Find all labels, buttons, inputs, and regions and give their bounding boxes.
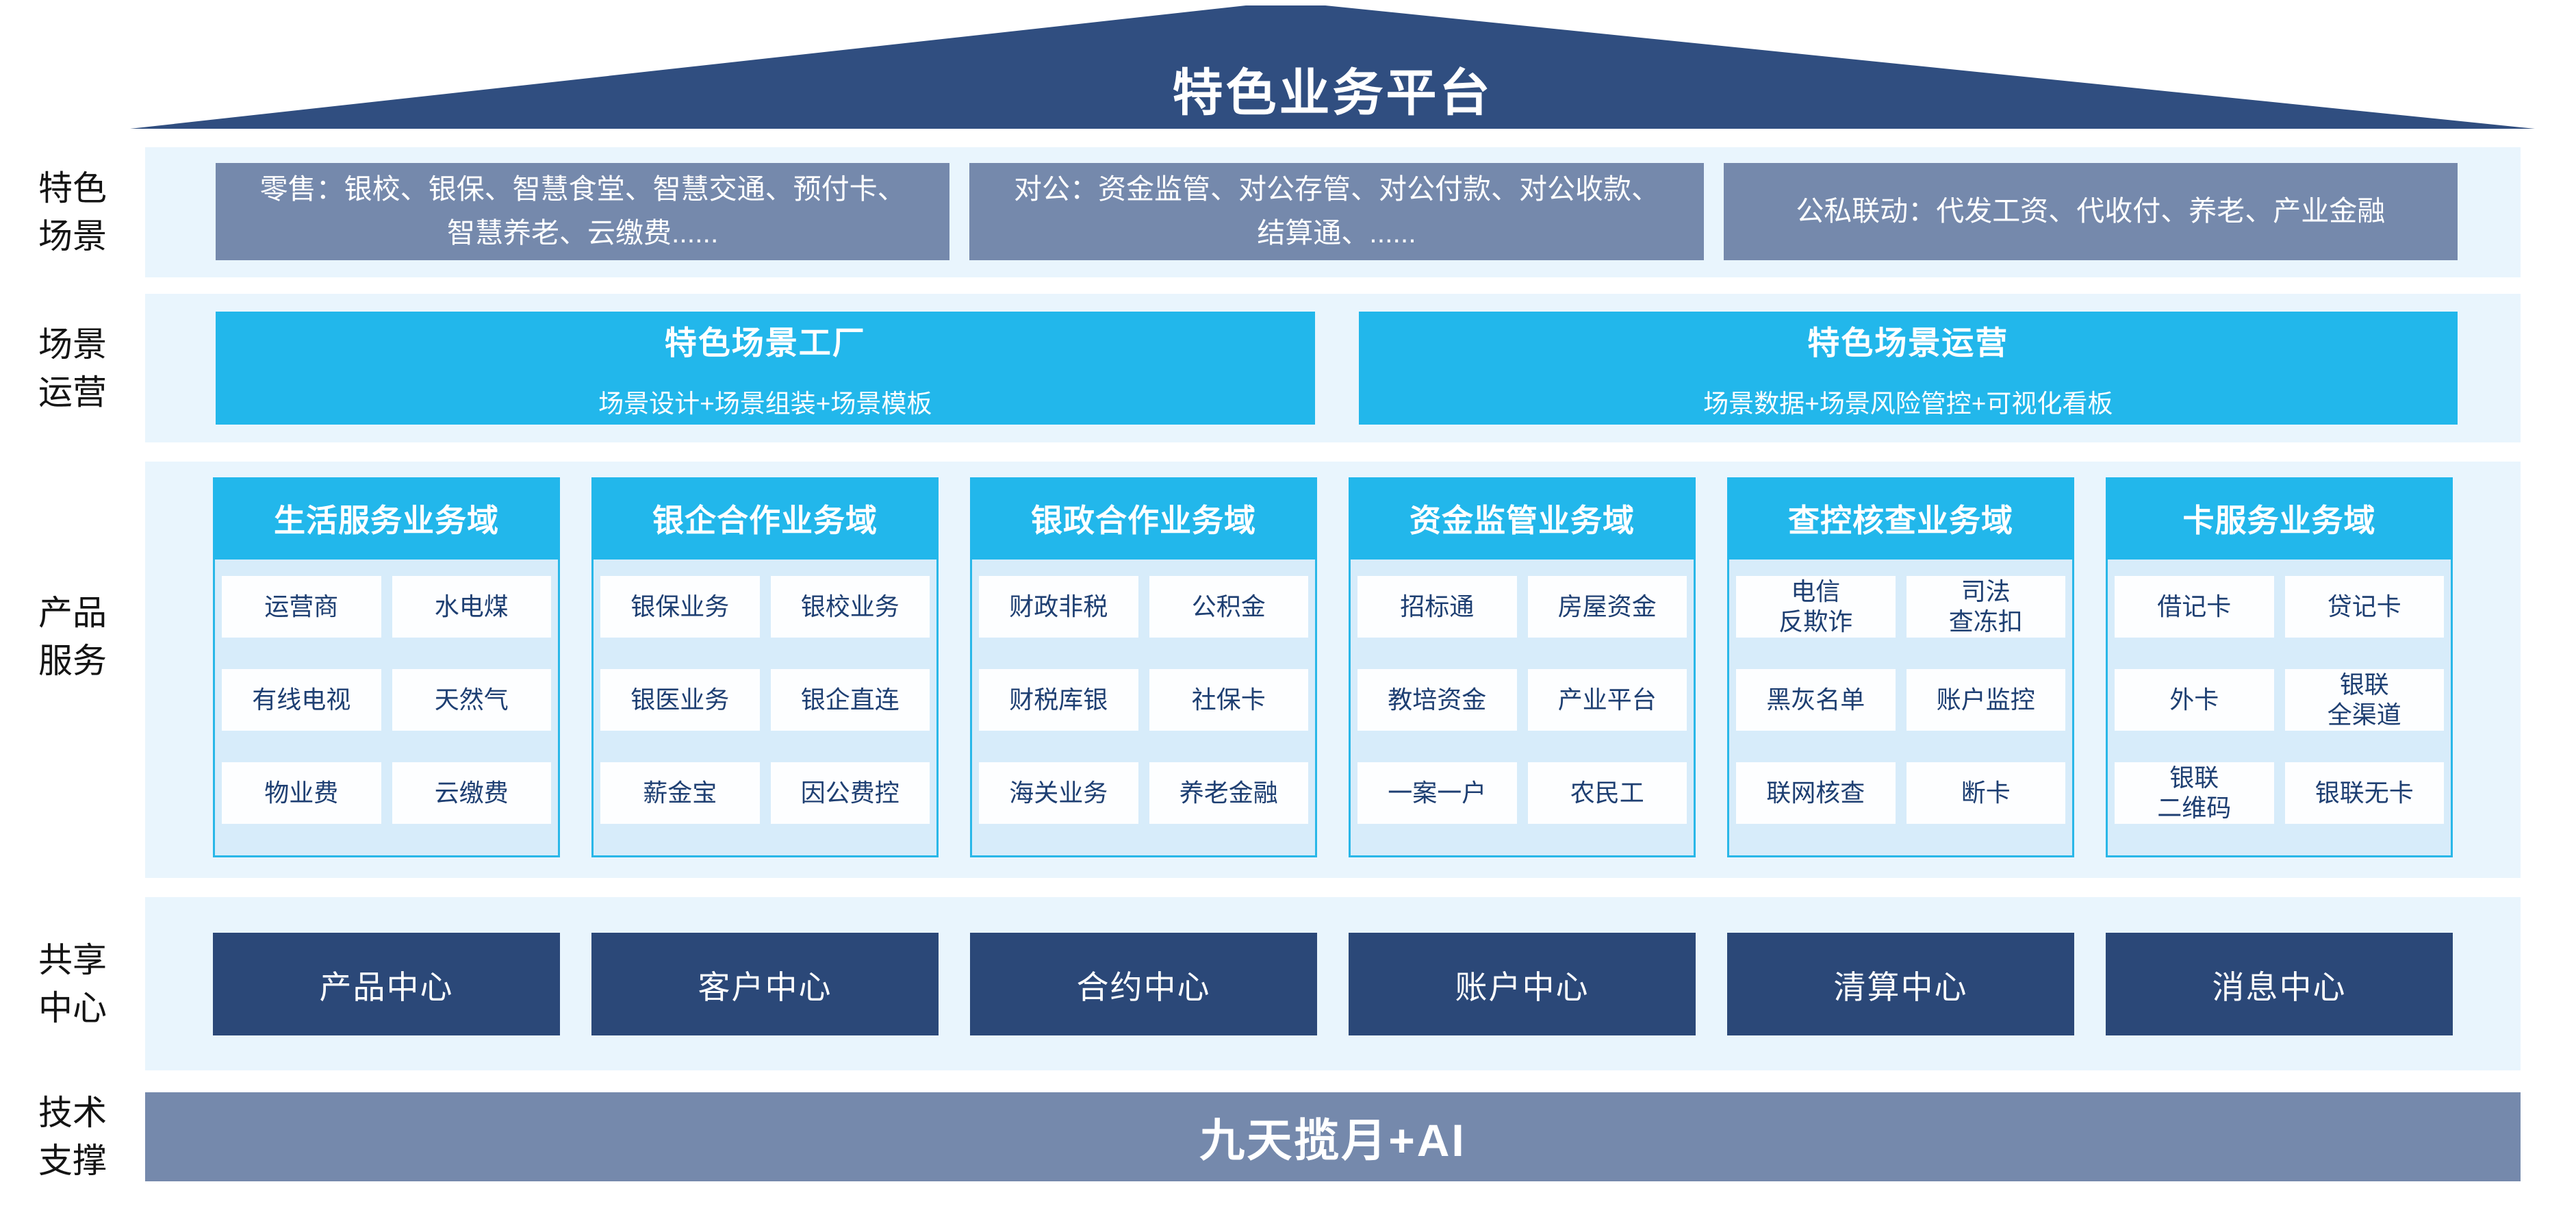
product-cell: 借记卡 [2115, 576, 2274, 638]
domain-card-service: 卡服务业务域 借记卡 贷记卡 外卡 银联 全渠道 银联 二维码 银联无卡 [2106, 477, 2453, 857]
product-cell: 联网核查 [1736, 762, 1896, 824]
scene-box-corporate: 对公：资金监管、对公存管、对公付款、对公收款、结算通、...... [969, 163, 1704, 260]
domain-body: 借记卡 贷记卡 外卡 银联 全渠道 银联 二维码 银联无卡 [2106, 560, 2453, 857]
center-box-clearing: 清算中心 [1727, 933, 2074, 1035]
product-cell: 一案一户 [1357, 762, 1517, 824]
op-box-scene-factory: 特色场景工厂 场景设计+场景组装+场景模板 [216, 312, 1315, 425]
domain-bank-enterprise: 银企合作业务域 银保业务 银校业务 银医业务 银企直连 薪金宝 因公费控 [591, 477, 939, 857]
product-cell: 云缴费 [392, 762, 551, 824]
product-cell: 黑灰名单 [1736, 669, 1896, 731]
rail-label-operation: 场景 运营 [38, 325, 107, 412]
roof-banner: 特色业务平台 [130, 5, 2535, 129]
domain-body: 招标通 房屋资金 教培资金 产业平台 一案一户 农民工 [1349, 560, 1696, 857]
product-cell: 农民工 [1527, 762, 1687, 824]
product-cell: 海关业务 [979, 762, 1138, 824]
domain-body: 财政非税 公积金 财税库银 社保卡 海关业务 养老金融 [970, 560, 1317, 857]
product-cell: 有线电视 [222, 669, 381, 731]
product-cell: 财税库银 [979, 669, 1138, 731]
op-box-scene-operation: 特色场景运营 场景数据+场景风险管控+可视化看板 [1358, 312, 2458, 425]
operation-band: 特色场景工厂 场景设计+场景组装+场景模板 特色场景运营 场景数据+场景风险管控… [145, 294, 2521, 442]
product-cell: 贷记卡 [2284, 576, 2444, 638]
product-cell: 产业平台 [1527, 669, 1687, 731]
op-box-subtitle: 场景设计+场景组装+场景模板 [598, 390, 932, 418]
domain-header: 银企合作业务域 [591, 477, 939, 560]
op-box-subtitle: 场景数据+场景风险管控+可视化看板 [1703, 390, 2113, 418]
product-cell: 天然气 [392, 669, 551, 731]
product-band: 生活服务业务域 运营商 水电煤 有线电视 天然气 物业费 云缴费 银企合作业务域… [145, 462, 2521, 878]
product-cell: 外卡 [2115, 669, 2274, 731]
platform-title: 特色业务平台 [1172, 64, 1493, 121]
rail-label-product: 产品 服务 [38, 594, 107, 680]
product-cell: 财政非税 [979, 576, 1138, 638]
product-cell: 水电煤 [392, 576, 551, 638]
product-cell: 薪金宝 [600, 762, 760, 824]
tech-support-bar: 九天揽月+AI [145, 1092, 2521, 1181]
product-cell: 社保卡 [1149, 669, 1308, 731]
center-box-message: 消息中心 [2106, 933, 2453, 1035]
domain-header: 查控核查业务域 [1727, 477, 2074, 560]
product-cell: 因公费控 [770, 762, 930, 824]
rail-label-share: 共享 中心 [38, 940, 107, 1027]
scene-band: 零售：银校、银保、智慧食堂、智慧交通、预付卡、智慧养老、云缴费...... 对公… [145, 147, 2521, 277]
domain-bank-government: 银政合作业务域 财政非税 公积金 财税库银 社保卡 海关业务 养老金融 [970, 477, 1317, 857]
product-cell: 运营商 [222, 576, 381, 638]
op-box-title: 特色场景运营 [1807, 325, 2009, 361]
center-box-account: 账户中心 [1349, 933, 1696, 1035]
domain-life-service: 生活服务业务域 运营商 水电煤 有线电视 天然气 物业费 云缴费 [213, 477, 560, 857]
op-box-title: 特色场景工厂 [664, 325, 866, 361]
product-cell: 银企直连 [770, 669, 930, 731]
product-cell: 银医业务 [600, 669, 760, 731]
domain-body: 电信 反欺诈 司法 查冻扣 黑灰名单 账户监控 联网核查 断卡 [1727, 560, 2074, 857]
product-cell: 司法 查冻扣 [1906, 576, 2065, 638]
domain-header: 银政合作业务域 [970, 477, 1317, 560]
scene-box-public-private: 公私联动：代发工资、代收付、养老、产业金融 [1723, 163, 2458, 260]
domain-header: 生活服务业务域 [213, 477, 560, 560]
product-cell: 公积金 [1149, 576, 1308, 638]
domain-header: 资金监管业务域 [1349, 477, 1696, 560]
center-box-contract: 合约中心 [970, 933, 1317, 1035]
product-cell: 银校业务 [770, 576, 930, 638]
center-box-customer: 客户中心 [591, 933, 939, 1035]
product-cell: 账户监控 [1906, 669, 2065, 731]
product-cell: 房屋资金 [1527, 576, 1687, 638]
product-cell: 物业费 [222, 762, 381, 824]
product-cell: 银联 全渠道 [2284, 669, 2444, 731]
domain-body: 银保业务 银校业务 银医业务 银企直连 薪金宝 因公费控 [591, 560, 939, 857]
domain-body: 运营商 水电煤 有线电视 天然气 物业费 云缴费 [213, 560, 560, 857]
product-cell: 电信 反欺诈 [1736, 576, 1896, 638]
domain-inquiry-control: 查控核查业务域 电信 反欺诈 司法 查冻扣 黑灰名单 账户监控 联网核查 断卡 [1727, 477, 2074, 857]
domain-header: 卡服务业务域 [2106, 477, 2453, 560]
product-cell: 教培资金 [1357, 669, 1517, 731]
product-cell: 断卡 [1906, 762, 2065, 824]
product-cell: 招标通 [1357, 576, 1517, 638]
domain-fund-supervision: 资金监管业务域 招标通 房屋资金 教培资金 产业平台 一案一户 农民工 [1349, 477, 1696, 857]
product-cell: 银联无卡 [2284, 762, 2444, 824]
product-cell: 银联 二维码 [2115, 762, 2274, 824]
scene-box-retail: 零售：银校、银保、智慧食堂、智慧交通、预付卡、智慧养老、云缴费...... [216, 163, 950, 260]
center-box-product: 产品中心 [213, 933, 560, 1035]
rail-label-scene: 特色 场景 [38, 169, 107, 255]
product-cell: 养老金融 [1149, 762, 1308, 824]
product-cell: 银保业务 [600, 576, 760, 638]
rail-label-tech: 技术 支撑 [38, 1094, 107, 1180]
share-band: 产品中心 客户中心 合约中心 账户中心 清算中心 消息中心 [145, 897, 2521, 1070]
